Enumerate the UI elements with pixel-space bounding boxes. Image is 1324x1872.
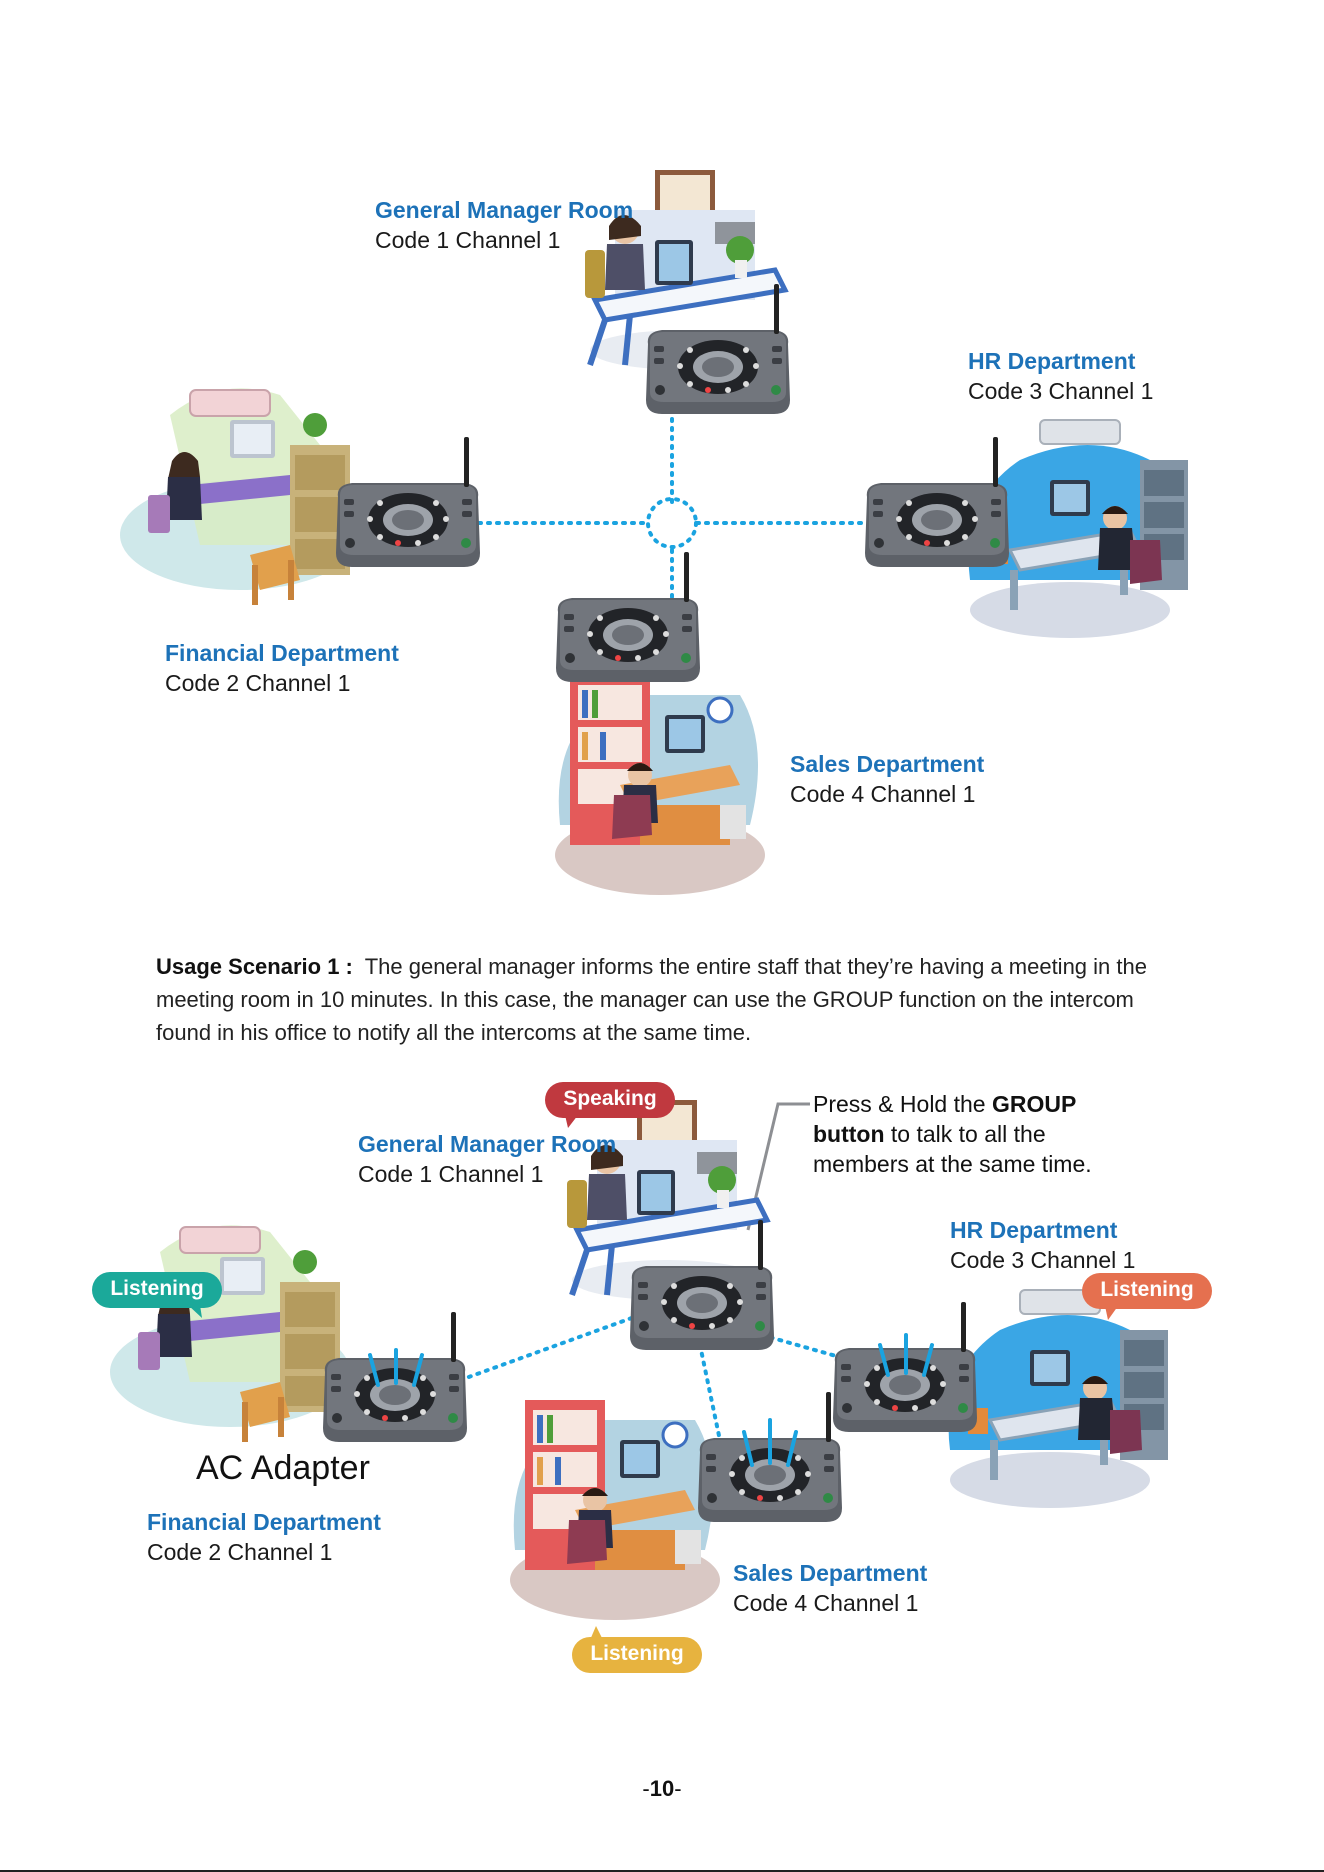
financial-label: Financial Department Code 2 Channel 1 (165, 638, 399, 698)
listening-label-sales: Listening (590, 1642, 684, 1665)
callout-button: button (813, 1121, 885, 1147)
hr-name: HR Department (968, 348, 1136, 374)
financial-code-2: Code 2 Channel 1 (147, 1539, 333, 1565)
signal-waves (368, 1333, 934, 1467)
page-number-dash-left: - (642, 1776, 650, 1801)
listening-label-hr: Listening (1100, 1278, 1194, 1301)
financial-name-2: Financial Department (147, 1509, 381, 1535)
sales-intercom-device (556, 552, 700, 682)
hr-name-2: HR Department (950, 1217, 1118, 1243)
bottom-rule (0, 1870, 1324, 1872)
financial-code: Code 2 Channel 1 (165, 670, 351, 696)
page-number-value: 10 (649, 1776, 675, 1801)
usage-scenario-label: Usage Scenario 1 : (156, 954, 353, 979)
gm-name: General Manager Room (375, 197, 634, 223)
speaking-bubble (545, 1082, 675, 1128)
hr-label: HR Department Code 3 Channel 1 (968, 346, 1153, 406)
listening-label-financial: Listening (110, 1277, 204, 1300)
callout-group: GROUP (991, 1091, 1077, 1117)
ac-adapter-label: AC Adapter (196, 1449, 370, 1487)
listening-bubble-financial (92, 1272, 222, 1318)
sales-desk-illustration (553, 673, 767, 897)
page-number-dash-right: - (674, 1776, 682, 1801)
usage-scenario-paragraph: Usage Scenario 1 : The general manager i… (156, 950, 1186, 1049)
gm-label: General Manager Room Code 1 Channel 1 (375, 195, 633, 255)
diagram1-art (119, 170, 1190, 897)
callout-pre: Press & Hold the (813, 1091, 992, 1117)
hr-intercom-device (865, 437, 1009, 567)
hr-label-2: HR Department Code 3 Channel 1 (950, 1215, 1135, 1275)
usage-scenario-text: The general manager informs the entire s… (156, 954, 1147, 1045)
sales-name-2: Sales Department (733, 1560, 928, 1586)
listening-bubble-hr (1082, 1273, 1212, 1320)
page-number: -10- (0, 1776, 1324, 1802)
gm-code-2: Code 1 Channel 1 (358, 1161, 544, 1187)
listening-bubble-sales (572, 1626, 702, 1673)
hr-code-2: Code 3 Channel 1 (950, 1247, 1136, 1273)
financial-name: Financial Department (165, 640, 399, 666)
gm-name-2: General Manager Room (358, 1131, 617, 1157)
callout-post: to talk to all the (884, 1121, 1046, 1147)
sales-name: Sales Department (790, 751, 985, 777)
financial-label-2: Financial Department Code 2 Channel 1 (147, 1507, 381, 1567)
speaking-label: Speaking (563, 1087, 657, 1110)
sales-code-2: Code 4 Channel 1 (733, 1590, 919, 1616)
callout-line3: members at the same time. (813, 1151, 1092, 1177)
gm-label-2: General Manager Room Code 1 Channel 1 (358, 1129, 616, 1189)
sales-code: Code 4 Channel 1 (790, 781, 976, 807)
financial-desk-illustration (119, 387, 361, 606)
financial-intercom-device (336, 437, 480, 567)
sales-desk-illustration-2 (508, 1398, 722, 1622)
hr-code: Code 3 Channel 1 (968, 378, 1154, 404)
diagram2-art (92, 1082, 1212, 1673)
gm-code: Code 1 Channel 1 (375, 227, 561, 253)
financial-desk-illustration-2 (109, 1224, 351, 1443)
sales-label-2: Sales Department Code 4 Channel 1 (733, 1558, 927, 1618)
sales-label: Sales Department Code 4 Channel 1 (790, 749, 984, 809)
group-callout: Press & Hold the GROUP button to talk to… (813, 1089, 1092, 1179)
hr-desk-illustration-2 (947, 1288, 1170, 1510)
